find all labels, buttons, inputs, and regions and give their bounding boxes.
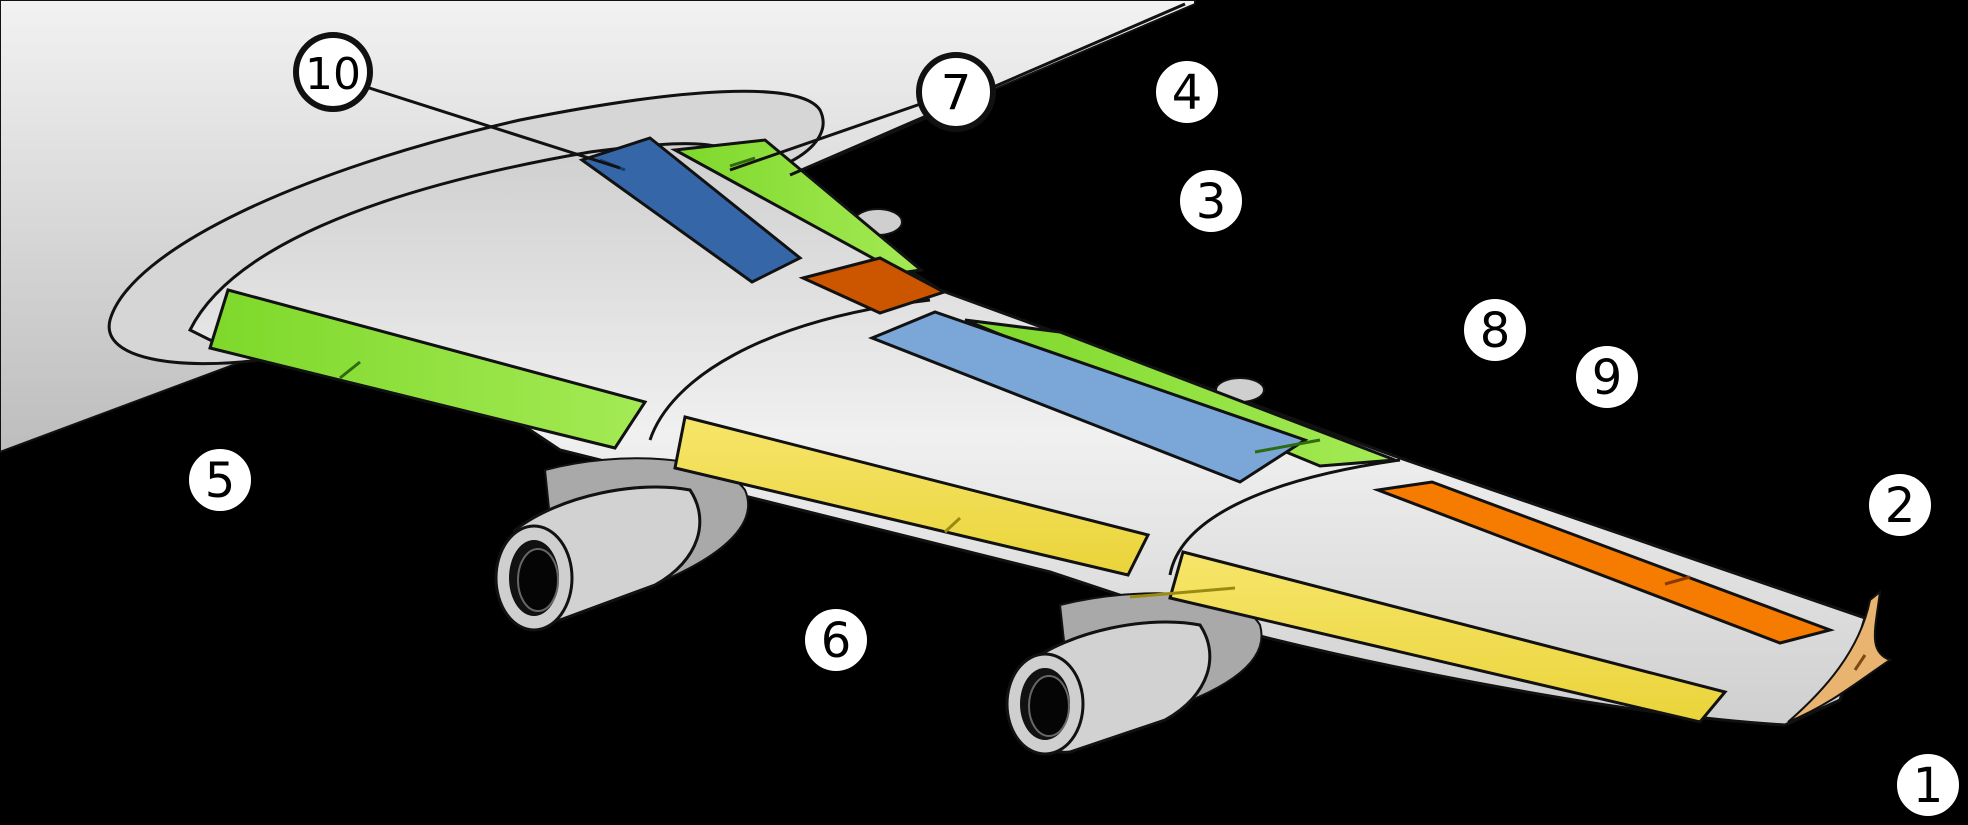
- outboard-engine: [1005, 592, 1263, 756]
- callout-label-1: 1: [1913, 758, 1944, 814]
- callout-6: 6: [801, 605, 871, 675]
- callout-label-8: 8: [1480, 303, 1511, 359]
- winglet: [1787, 589, 1893, 723]
- callout-label-3: 3: [1196, 174, 1227, 230]
- outer-leading-edge-slat: [1168, 550, 1728, 724]
- wing-section-line-outer: [1168, 458, 1401, 576]
- callout-10: 10: [293, 32, 373, 112]
- callout-8: 8: [1460, 295, 1530, 365]
- callout-label-4: 4: [1172, 65, 1203, 121]
- wing-section-line-inner: [648, 298, 931, 441]
- outboard-spoiler-hinge: [1254, 438, 1321, 454]
- mid-slat-hinge: [943, 516, 962, 534]
- mid-leading-edge-slat: [673, 415, 1151, 577]
- callout-2: 2: [1865, 470, 1935, 540]
- inboard-leading-edge-hinge: [339, 360, 361, 380]
- outboard-spoiler: [867, 310, 1309, 484]
- callout-9: 9: [1572, 342, 1642, 412]
- callout-3: 3: [1176, 166, 1246, 236]
- inboard-flap-hinge: [729, 156, 756, 168]
- winglet-hinge: [1853, 654, 1867, 671]
- leader-line-10: [359, 83, 621, 170]
- outboard-aileron-hinge: [1664, 575, 1691, 586]
- callout-label-5: 5: [205, 453, 236, 509]
- inboard-engine: [494, 457, 750, 632]
- callout-label-7: 7: [941, 65, 972, 121]
- callout-7: 7: [916, 52, 996, 132]
- inboard-flap: [670, 138, 925, 275]
- callout-label-10: 10: [305, 49, 361, 100]
- callout-label-9: 9: [1592, 350, 1623, 406]
- inboard-spoiler: [578, 136, 803, 284]
- callout-5: 5: [185, 445, 255, 515]
- callout-label-2: 2: [1885, 478, 1916, 534]
- main-wing: [187, 142, 1867, 727]
- outer-slat-hinge: [1129, 586, 1236, 599]
- callout-1: 1: [1893, 750, 1963, 820]
- inboard-aileron: [798, 256, 948, 315]
- outboard-aileron: [1372, 480, 1835, 645]
- leader-line-7: [729, 98, 933, 172]
- inboard-leading-edge-surface: [208, 288, 648, 450]
- callout-4: 4: [1152, 57, 1222, 127]
- callout-label-6: 6: [821, 613, 852, 669]
